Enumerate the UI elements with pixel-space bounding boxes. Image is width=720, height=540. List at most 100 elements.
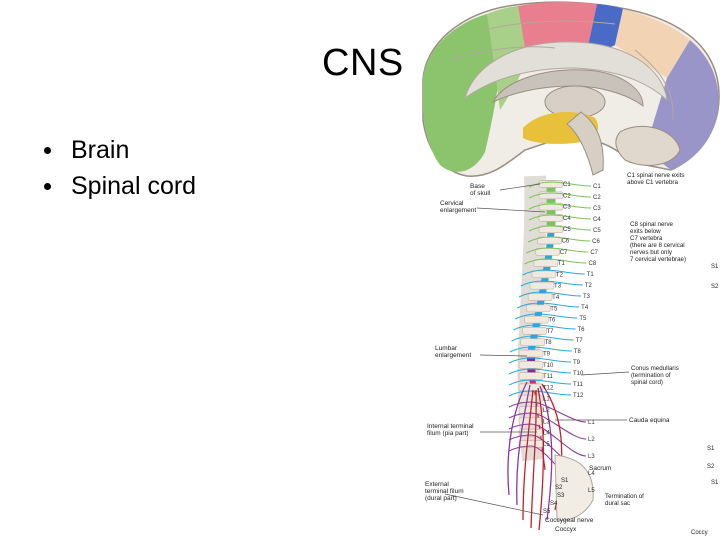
vertebra-label: T2 [556, 272, 564, 278]
vertebra [524, 315, 549, 324]
spinal-nerve [546, 258, 587, 264]
vertebra-label: T5 [550, 306, 558, 312]
edge-label: S2 [711, 284, 719, 290]
edge-label: S1 [711, 264, 719, 270]
nerve-label: C7 [590, 250, 598, 256]
vertebra-label: L1 [543, 397, 550, 403]
nerve-label: T5 [579, 316, 587, 322]
label-sacrum: Sacrum [589, 465, 611, 472]
spinal-nerve [530, 357, 572, 363]
spinal-nerve [531, 346, 572, 352]
spinal-nerve [550, 225, 592, 231]
vertebra-label: C4 [563, 216, 571, 222]
cauda-strand [530, 389, 537, 529]
nerve-label: T3 [583, 294, 591, 300]
spinal-nerve [548, 247, 589, 253]
brain-illustration [422, 1, 720, 177]
vertebra-label: T8 [545, 340, 553, 346]
nerve-label: T11 [573, 382, 584, 388]
spinal-nerve [524, 258, 547, 265]
vertebra-label: T7 [547, 329, 555, 335]
spinal-nerve [526, 247, 549, 254]
vertebra [525, 304, 551, 313]
label-sacral-nerve-s4: S4 [550, 501, 558, 507]
nerve-label: C4 [593, 217, 601, 223]
edge-label: Coccy [691, 530, 708, 536]
nerve-label: T9 [573, 360, 581, 366]
spinal-nerve [522, 269, 545, 276]
spinal-nerve [515, 313, 538, 320]
spinal-nerve [528, 214, 552, 221]
parietal-association-region [615, 9, 690, 78]
slide-title: CNS [322, 42, 404, 84]
spinal-nerve [508, 368, 532, 375]
spinal-nerve [528, 192, 552, 199]
vertebra-label-group: C1C2C3C4C5C6C7T1T2T3T4T5T6T7T8T9T10T11T1… [543, 182, 571, 448]
vertebra [518, 349, 544, 358]
spinal-nerve [540, 291, 582, 297]
vertebra [518, 360, 544, 369]
nerve-label: T4 [581, 305, 589, 311]
nerve-label: L1 [588, 420, 595, 426]
vertebra-label: T11 [543, 374, 554, 380]
vertebra-label: L5 [543, 442, 550, 448]
vertebra-label: C2 [563, 193, 571, 199]
cauda-strand [522, 389, 534, 521]
spinal-nerve [527, 236, 551, 243]
label-sacral-nerve-s5: S5 [543, 509, 551, 515]
leader-line [476, 207, 546, 213]
leader-line [479, 354, 528, 357]
nerve-label: L4 [588, 471, 595, 477]
spinal-nerve [528, 181, 552, 188]
spinal-nerve [528, 225, 552, 232]
vertebra-label: C5 [563, 227, 571, 233]
spinal-nerve [530, 390, 572, 396]
nerve-label: C6 [592, 239, 600, 245]
nerve-label: T7 [576, 338, 584, 344]
vertebra-label: T6 [548, 318, 556, 324]
spinal-nerve [535, 324, 576, 330]
vertebra-label: L3 [543, 419, 550, 425]
leader-line [499, 183, 541, 191]
spinal-nerve [550, 181, 592, 187]
nerve-label: C3 [593, 206, 601, 212]
vertebra [529, 281, 555, 290]
vertebra [518, 372, 544, 380]
nerve-label: T6 [578, 327, 586, 333]
spinal-column-illustration [507, 175, 594, 531]
label-sacral-nerve-s2: S2 [555, 485, 563, 491]
nerve-label: T10 [573, 371, 584, 377]
spinal-nerve [511, 335, 534, 342]
vertebra-label: T12 [543, 385, 554, 391]
spinal-nerve [513, 324, 536, 331]
cauda-strand [539, 385, 553, 521]
nerve-label: L3 [588, 454, 595, 460]
spinal-nerve [550, 214, 592, 220]
leader-line [444, 493, 544, 516]
vertebra-label: T4 [552, 295, 560, 301]
nerve-label: T12 [573, 393, 584, 399]
edge-label: S1 [707, 446, 715, 452]
vertebra-label: T3 [554, 284, 562, 290]
leader-line [580, 371, 630, 376]
nerve-label: T1 [587, 272, 595, 278]
vertebra-label: C7 [560, 250, 568, 256]
spinal-nerve [528, 203, 552, 210]
spinal-nerve [530, 379, 572, 385]
nerve-label: L2 [588, 437, 595, 443]
spinal-nerve [509, 346, 532, 353]
nerve-label: L5 [588, 488, 595, 494]
spinal-nerve [550, 192, 592, 198]
label-sacral-nerve-s3: S3 [557, 493, 565, 499]
nerve-label: C1 [593, 184, 601, 190]
spinal-nerve [508, 412, 532, 419]
vertebra-label: L2 [543, 408, 550, 414]
